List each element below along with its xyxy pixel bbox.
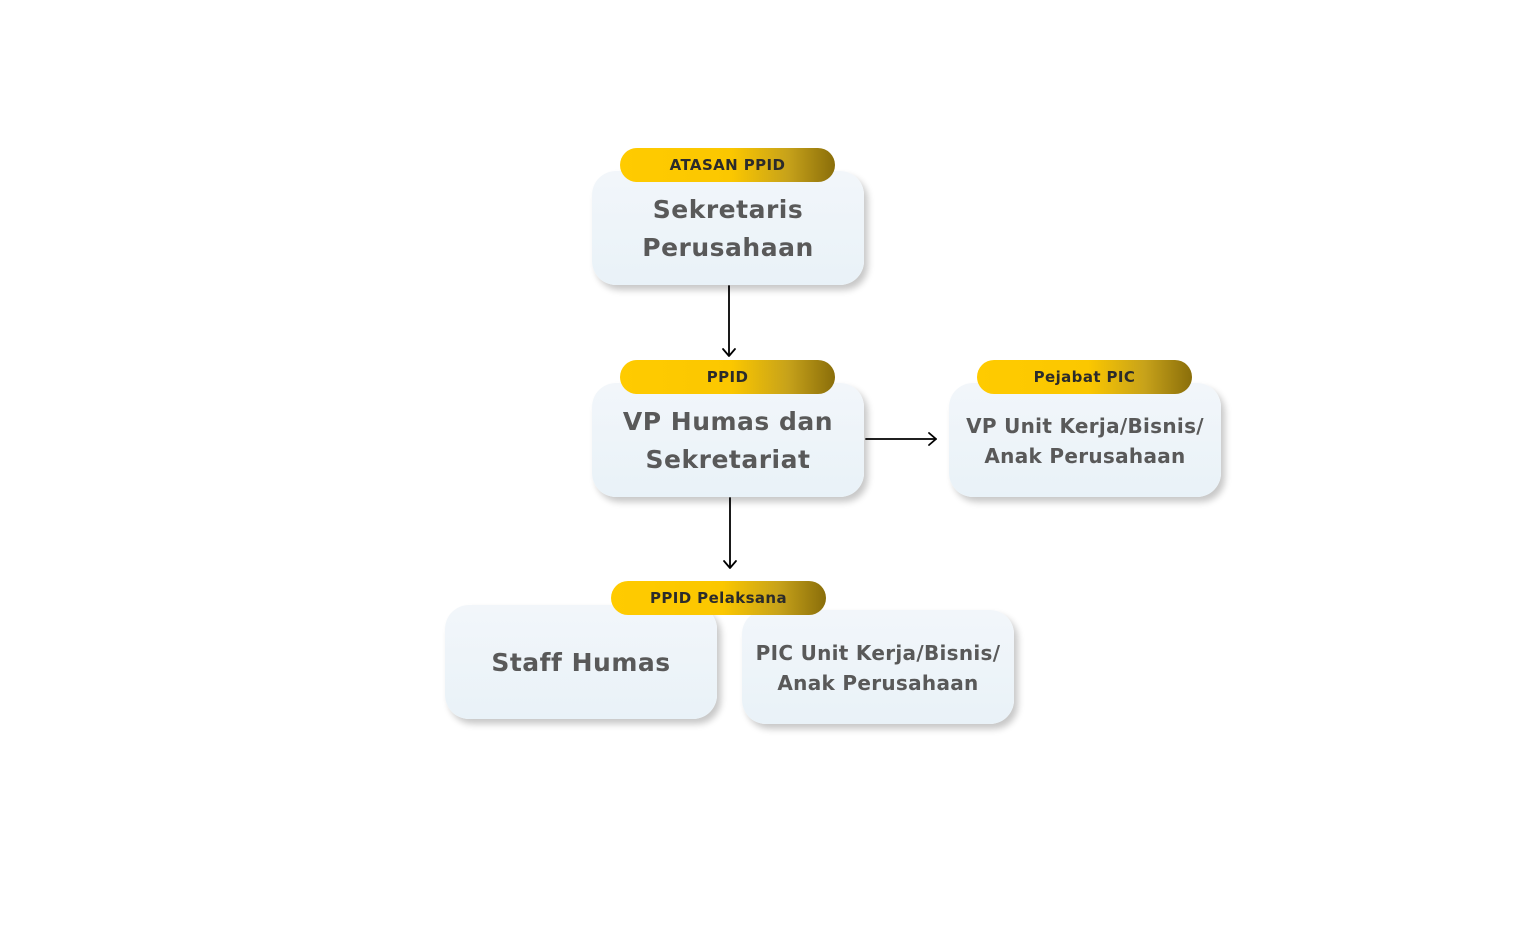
badge-atasan-ppid: ATASAN PPID [620, 148, 835, 182]
node-sekretaris-label: Sekretaris Perusahaan [642, 195, 814, 262]
node-vp-unit-kerja: VP Unit Kerja/Bisnis/ Anak Perusahaan [949, 383, 1221, 497]
arrowhead-down-1 [722, 348, 736, 357]
badge-ppid-label: PPID [706, 368, 749, 386]
node-sekretaris-perusahaan: Sekretaris Perusahaan [592, 171, 864, 285]
node-staff-humas: Staff Humas [445, 605, 717, 719]
badge-pejabat-pic-label: Pejabat PIC [1033, 368, 1136, 386]
badge-atasan-ppid-label: ATASAN PPID [669, 156, 786, 174]
badge-ppid-pelaksana: PPID Pelaksana [611, 581, 826, 615]
badge-ppid: PPID [620, 360, 835, 394]
node-pic-unit-kerja-label: PIC Unit Kerja/Bisnis/ Anak Perusahaan [755, 641, 1001, 695]
badge-pejabat-pic: Pejabat PIC [977, 360, 1192, 394]
arrowhead-right [928, 432, 937, 446]
node-vp-unit-kerja-label: VP Unit Kerja/Bisnis/ Anak Perusahaan [966, 414, 1204, 468]
badge-ppid-pelaksana-label: PPID Pelaksana [649, 589, 788, 607]
node-pic-unit-kerja: PIC Unit Kerja/Bisnis/ Anak Perusahaan [742, 610, 1014, 724]
node-vp-humas: VP Humas dan Sekretariat [592, 383, 864, 497]
arrowhead-down-2 [723, 560, 737, 569]
node-vp-humas-label: VP Humas dan Sekretariat [622, 407, 834, 474]
node-staff-humas-label: Staff Humas [491, 648, 671, 677]
